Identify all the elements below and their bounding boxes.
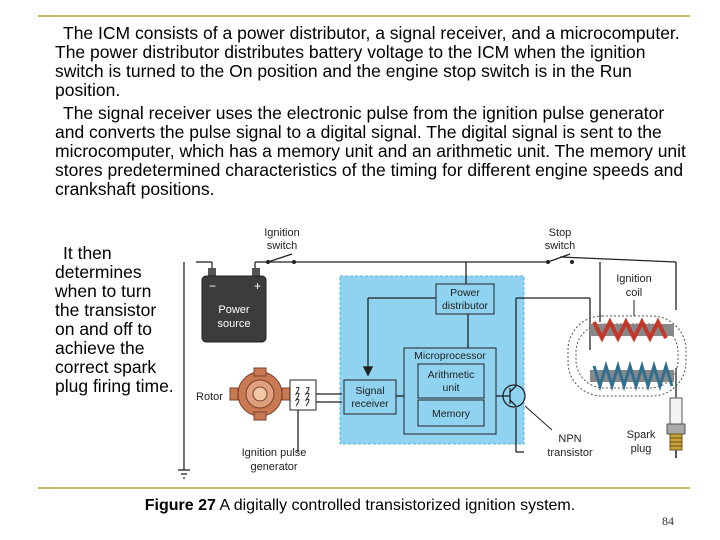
stop-switch-label-2: switch: [545, 240, 576, 252]
ignition-switch-label-2: switch: [267, 240, 298, 252]
power-source-label-2: source: [217, 318, 250, 330]
signal-receiver-label-2: receiver: [351, 398, 389, 410]
signal-receiver-label-1: Signal: [355, 385, 384, 397]
figure-caption-text: A digitally controlled transistorized ig…: [215, 497, 576, 514]
memory-box: [417, 399, 485, 427]
spark-plug: [666, 397, 686, 458]
microprocessor-label: Microprocessor: [414, 350, 486, 362]
battery-minus: −: [209, 279, 216, 293]
paragraph-2: The signal receiver uses the electronic …: [55, 104, 695, 199]
spark-plug-label-1: Spark: [627, 429, 656, 441]
page-number: 84: [662, 514, 674, 528]
power-distributor-label-2: distributor: [442, 300, 489, 312]
ignition-pulse-generator: [289, 379, 317, 411]
paragraph-2-text: The signal receiver uses the electronic …: [55, 103, 686, 199]
rotor-label: Rotor: [196, 391, 223, 403]
power-source-battery: − + Power source: [201, 268, 267, 343]
ignition-coil-label-1: Ignition: [616, 273, 651, 285]
paragraph-3: It then determines when to turn the tran…: [55, 244, 177, 396]
stop-switch-label-1: Stop: [549, 227, 572, 239]
arithmetic-unit-label-2: unit: [443, 382, 460, 394]
battery-plus: +: [254, 279, 261, 293]
paragraph-1: The ICM consists of a power distributor,…: [55, 24, 695, 100]
paragraph-1-text: The ICM consists of a power distributor,…: [55, 23, 680, 100]
signal-receiver-box: [343, 379, 397, 415]
bottom-rule: [38, 487, 690, 489]
power-distributor-box: [435, 283, 495, 315]
arithmetic-unit-label-1: Arithmetic: [428, 369, 475, 381]
transistor-callout: [524, 405, 553, 431]
ignition-coil-label-2: coil: [626, 287, 643, 299]
npn-transistor-label-1: NPN: [558, 433, 581, 445]
ignition-switch-label-1: Ignition: [264, 227, 299, 239]
paragraph-3-text: It then determines when to turn the tran…: [55, 243, 174, 396]
arithmetic-unit-box: [417, 363, 485, 399]
npn-transistor: [502, 384, 526, 408]
figure-caption: Figure 27 A digitally controlled transis…: [0, 497, 720, 515]
top-rule: [38, 15, 690, 17]
figure-caption-label: Figure 27: [144, 497, 216, 514]
memory-label: Memory: [432, 408, 471, 420]
rotor: [229, 367, 291, 421]
pulse-generator-label-1: Ignition pulse: [242, 447, 307, 459]
npn-transistor-label-2: transistor: [547, 447, 593, 459]
power-source-label-1: Power: [218, 304, 250, 316]
pulse-generator-label-2: generator: [250, 461, 297, 473]
ignition-switch: [266, 253, 296, 264]
ignition-coil: [567, 315, 687, 397]
power-distributor-label-1: Power: [450, 287, 480, 299]
spark-plug-label-2: plug: [631, 443, 652, 455]
stop-switch: [546, 253, 574, 264]
